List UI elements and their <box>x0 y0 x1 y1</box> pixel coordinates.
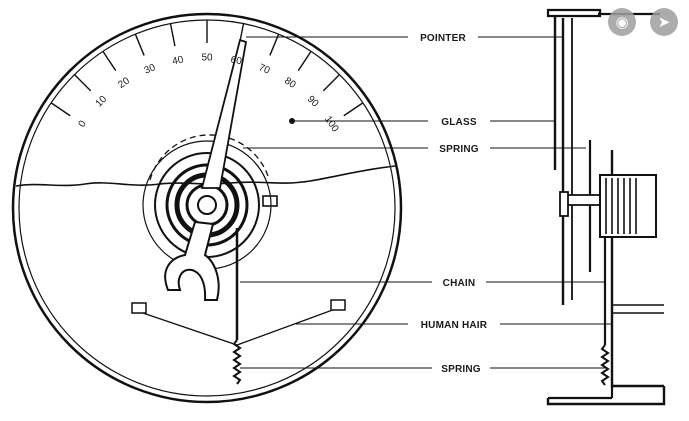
dial-outer-rim <box>11 12 403 404</box>
scale-tick <box>169 23 176 47</box>
scale-tick-label: 80 <box>282 76 298 92</box>
dial-wavy-edge <box>15 165 396 187</box>
scale-tick-label: 10 <box>94 94 110 110</box>
label-pointer: POINTER <box>420 33 466 44</box>
scale-tick <box>322 74 340 92</box>
dial-front-view <box>11 12 403 404</box>
pointer-needle <box>200 38 248 189</box>
scale-tick <box>134 33 145 56</box>
pivot-dashed-arc <box>149 134 269 181</box>
scale-tick <box>50 102 71 117</box>
label-glass: GLASS <box>441 117 477 128</box>
adjust-block <box>262 195 278 207</box>
scale-tick <box>343 102 364 117</box>
scale-tick-label: 30 <box>143 62 158 77</box>
scale-tick-label: 20 <box>116 75 132 91</box>
spring-coil-front <box>232 339 242 385</box>
scale-tick-label: 50 <box>201 53 213 64</box>
scale-tick-label: 90 <box>305 94 321 110</box>
side-view <box>546 8 666 406</box>
scale-tick-label: 70 <box>257 62 272 77</box>
share-icon[interactable]: ➤ <box>650 8 678 36</box>
label-spring-bottom: SPRING <box>441 364 481 375</box>
scale-tick-label: 0 <box>77 118 89 129</box>
label-spring-top: SPRING <box>439 144 479 155</box>
scale-tick-label: 100 <box>322 114 341 134</box>
spring-side <box>600 344 610 386</box>
spring-coils-side <box>605 178 637 234</box>
scale-tick-label: 40 <box>171 54 184 67</box>
label-chain: CHAIN <box>443 278 476 289</box>
axle-end <box>559 191 569 217</box>
hair-anchor-right <box>330 299 346 311</box>
human-hair-strand <box>139 307 339 346</box>
hair-anchor-left <box>131 302 147 314</box>
label-human-hair: HUMAN HAIR <box>421 320 488 331</box>
scale-tick <box>102 51 117 71</box>
scale-tick-marks <box>50 20 364 117</box>
scale-tick-label: 60 <box>230 55 243 68</box>
leader-lines <box>240 36 612 369</box>
scale-tick <box>297 51 312 71</box>
frame-bracket <box>546 8 602 18</box>
scale-tick <box>269 33 280 56</box>
lens-icon[interactable]: ◉ <box>608 8 636 36</box>
scale-tick <box>74 74 92 92</box>
pointer-clamp <box>164 220 220 301</box>
spring-drum <box>599 174 657 238</box>
